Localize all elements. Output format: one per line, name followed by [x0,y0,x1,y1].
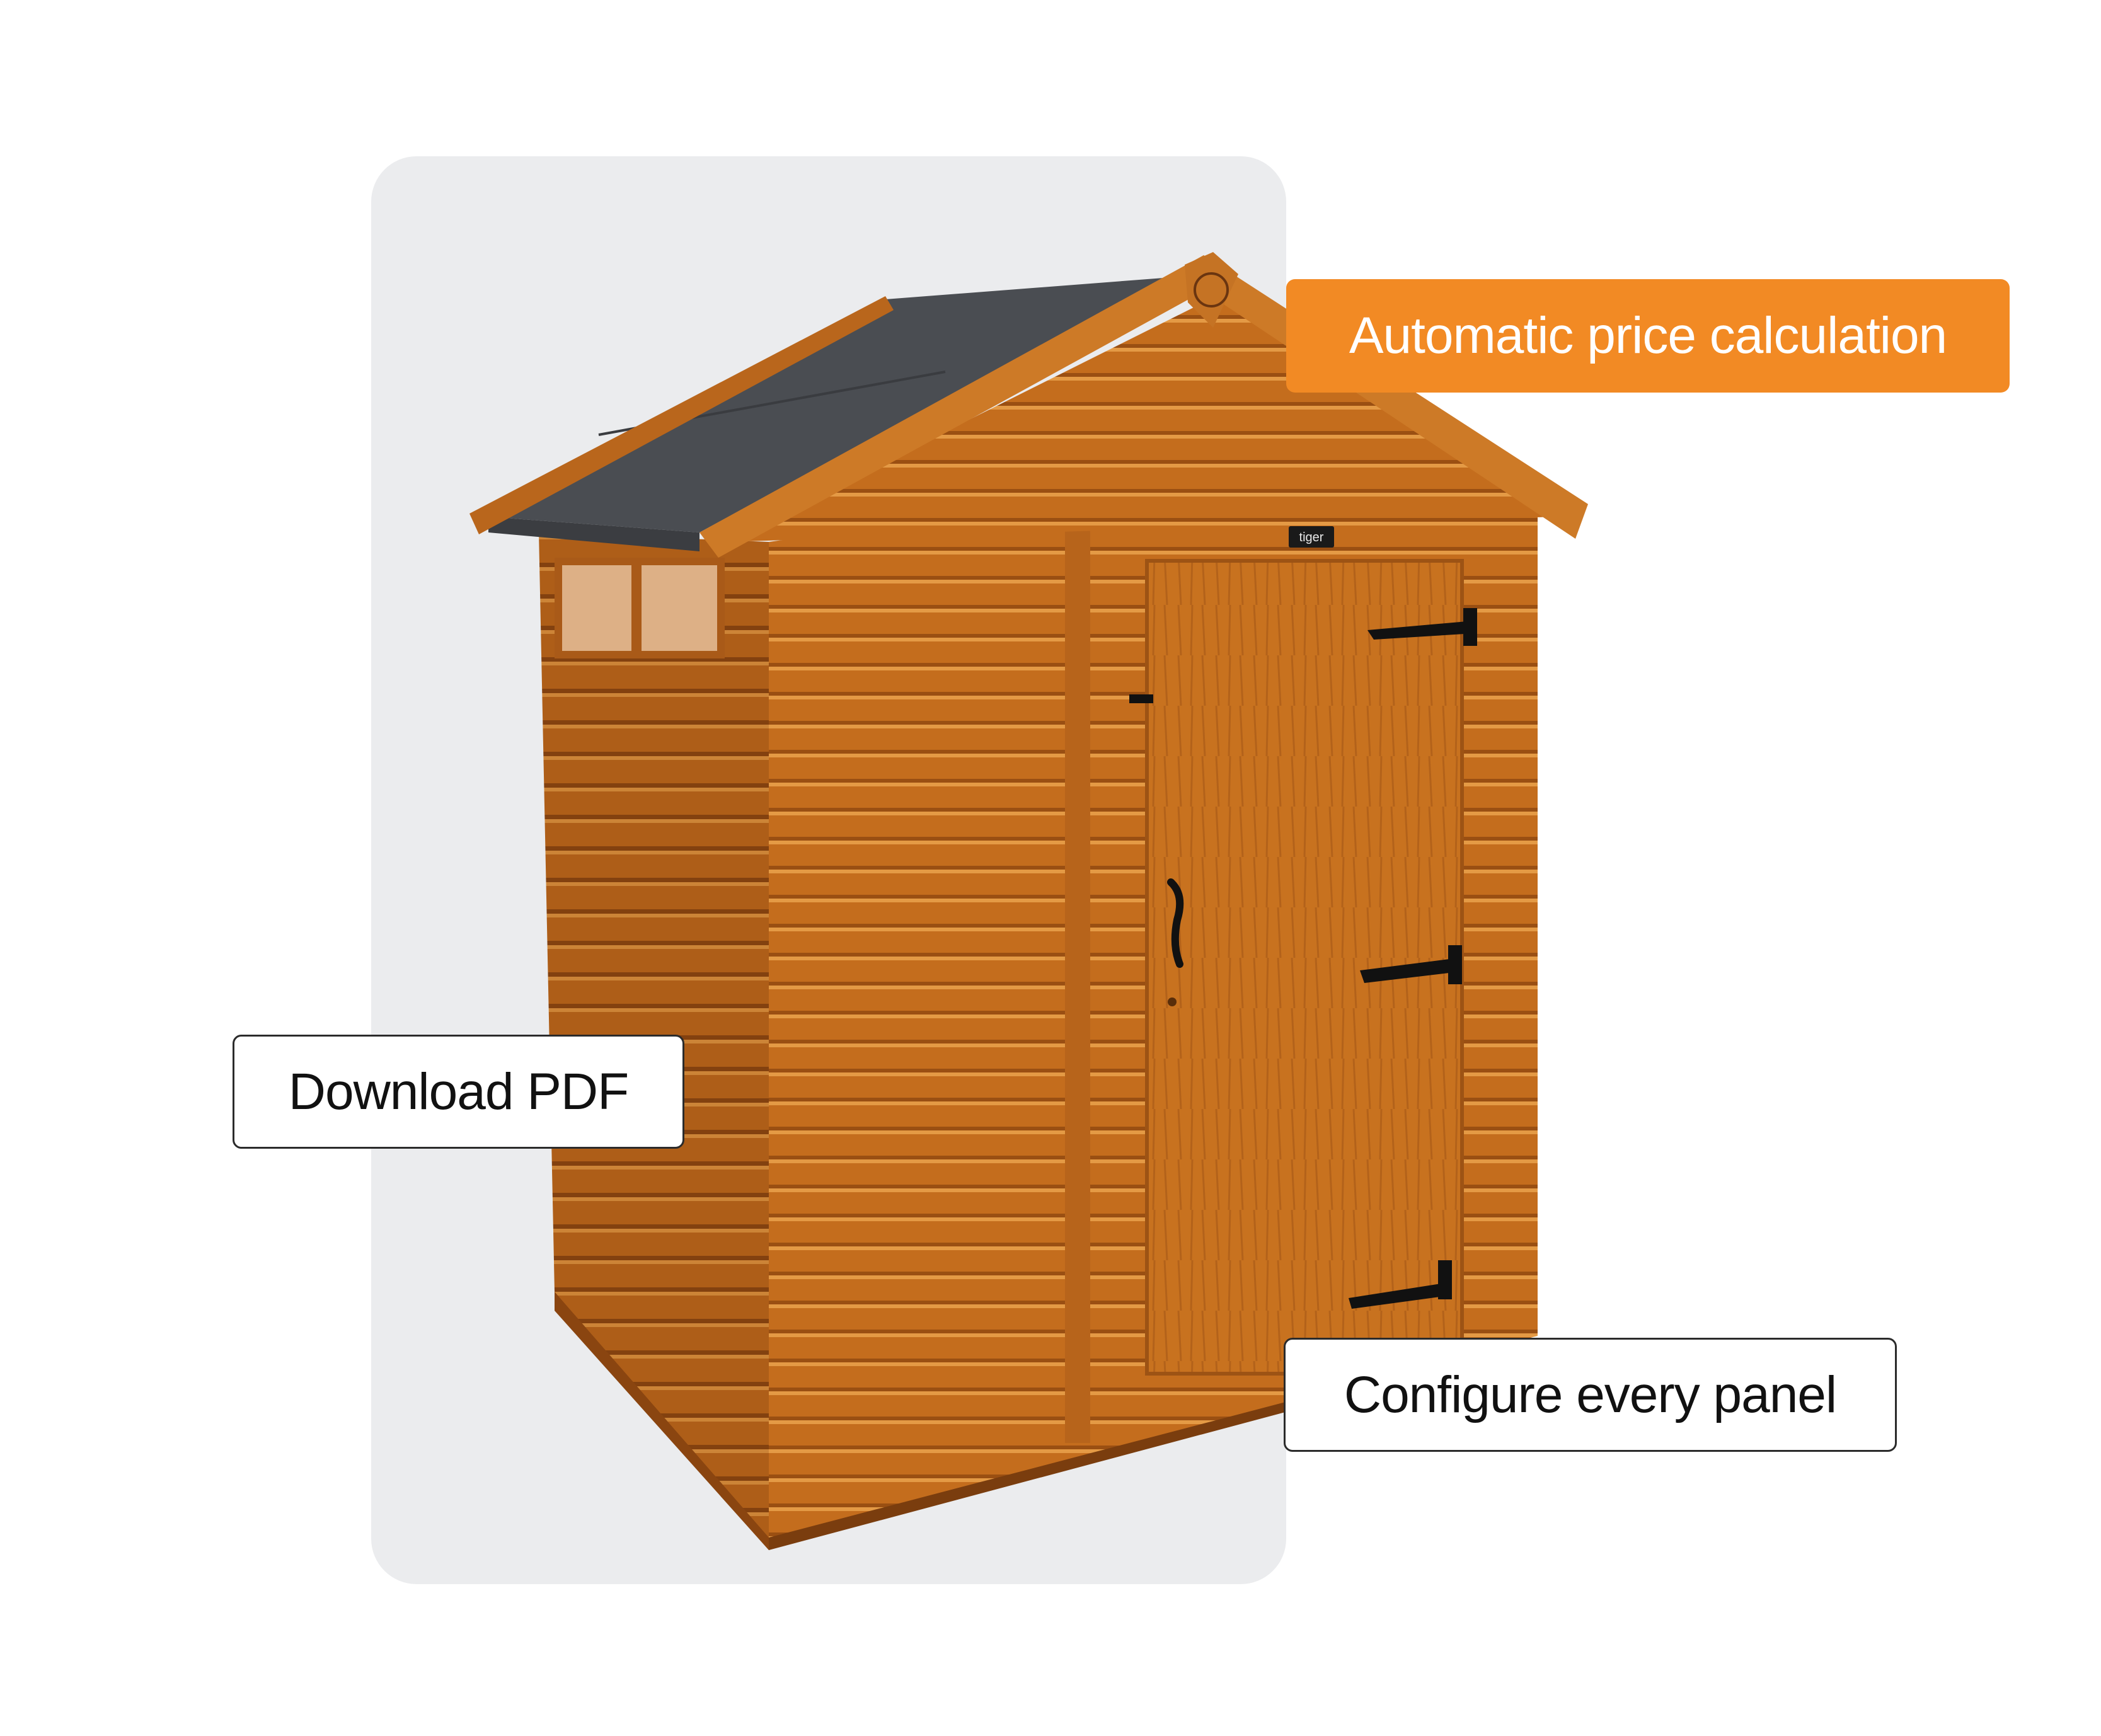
shed-door: tiger [1129,526,1477,1376]
configure-every-panel-button[interactable]: Configure every panel [1284,1338,1897,1452]
price-calculation-label: Automatic price calculation [1349,307,1947,364]
configure-panel-label: Configure every panel [1344,1365,1837,1423]
download-pdf-button[interactable]: Download PDF [233,1035,684,1149]
automatic-price-calculation-badge: Automatic price calculation [1286,279,2010,393]
side-window [555,558,725,658]
door-badge: tiger [1299,531,1324,544]
download-pdf-label: Download PDF [288,1062,629,1120]
